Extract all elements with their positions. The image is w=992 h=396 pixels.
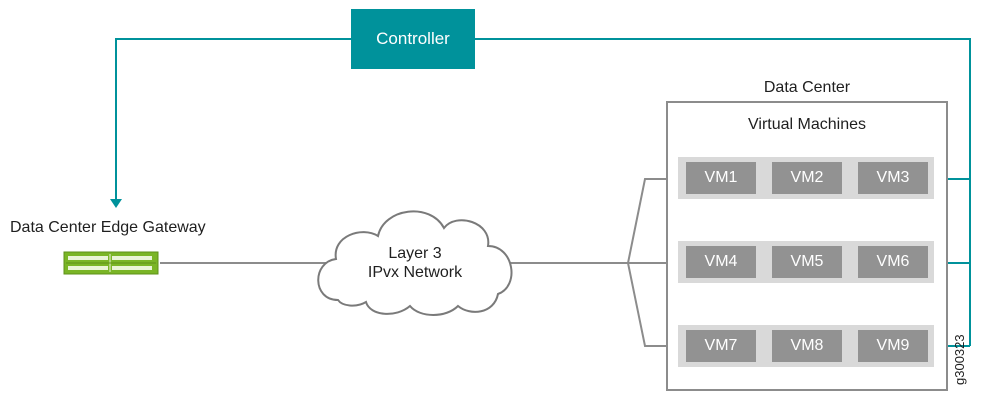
vm-label: VM1 bbox=[704, 169, 738, 186]
vm-label: VM4 bbox=[704, 253, 738, 270]
vm-label: VM3 bbox=[876, 169, 910, 186]
vm-label: VM5 bbox=[790, 253, 824, 270]
vm-label: VM8 bbox=[790, 337, 824, 354]
vm-box: VM4 bbox=[686, 246, 756, 278]
vm-label: VM6 bbox=[876, 253, 910, 270]
cloud-icon bbox=[317, 210, 513, 316]
controller-box: Controller bbox=[351, 9, 475, 69]
vm-box: VM7 bbox=[686, 330, 756, 362]
network-label-line2: IPvx Network bbox=[367, 264, 463, 281]
vm-label: VM7 bbox=[704, 337, 738, 354]
datacenter-title: Data Center bbox=[763, 79, 851, 96]
gateway-appliance-icon bbox=[63, 251, 159, 275]
controller-label: Controller bbox=[376, 29, 450, 48]
controller-to-datacenter-line bbox=[475, 38, 971, 346]
vm-label: VM2 bbox=[790, 169, 824, 186]
controller-to-gateway-line bbox=[115, 38, 351, 200]
vm-box: VM2 bbox=[772, 162, 842, 194]
arrowhead-icon bbox=[110, 199, 122, 208]
gateway-label: Data Center Edge Gateway bbox=[10, 219, 206, 236]
vm-box: VM3 bbox=[858, 162, 928, 194]
network-cloud-label: Layer 3 IPvx Network bbox=[340, 244, 490, 282]
figure-id: g300323 bbox=[952, 334, 967, 385]
network-label-line1: Layer 3 bbox=[388, 245, 442, 262]
vm-box: VM8 bbox=[772, 330, 842, 362]
vm-box: VM9 bbox=[858, 330, 928, 362]
vm-box: VM5 bbox=[772, 246, 842, 278]
vm-group-title: Virtual Machines bbox=[748, 116, 866, 133]
vm-box: VM6 bbox=[858, 246, 928, 278]
vm-box: VM1 bbox=[686, 162, 756, 194]
vm-label: VM9 bbox=[876, 337, 910, 354]
